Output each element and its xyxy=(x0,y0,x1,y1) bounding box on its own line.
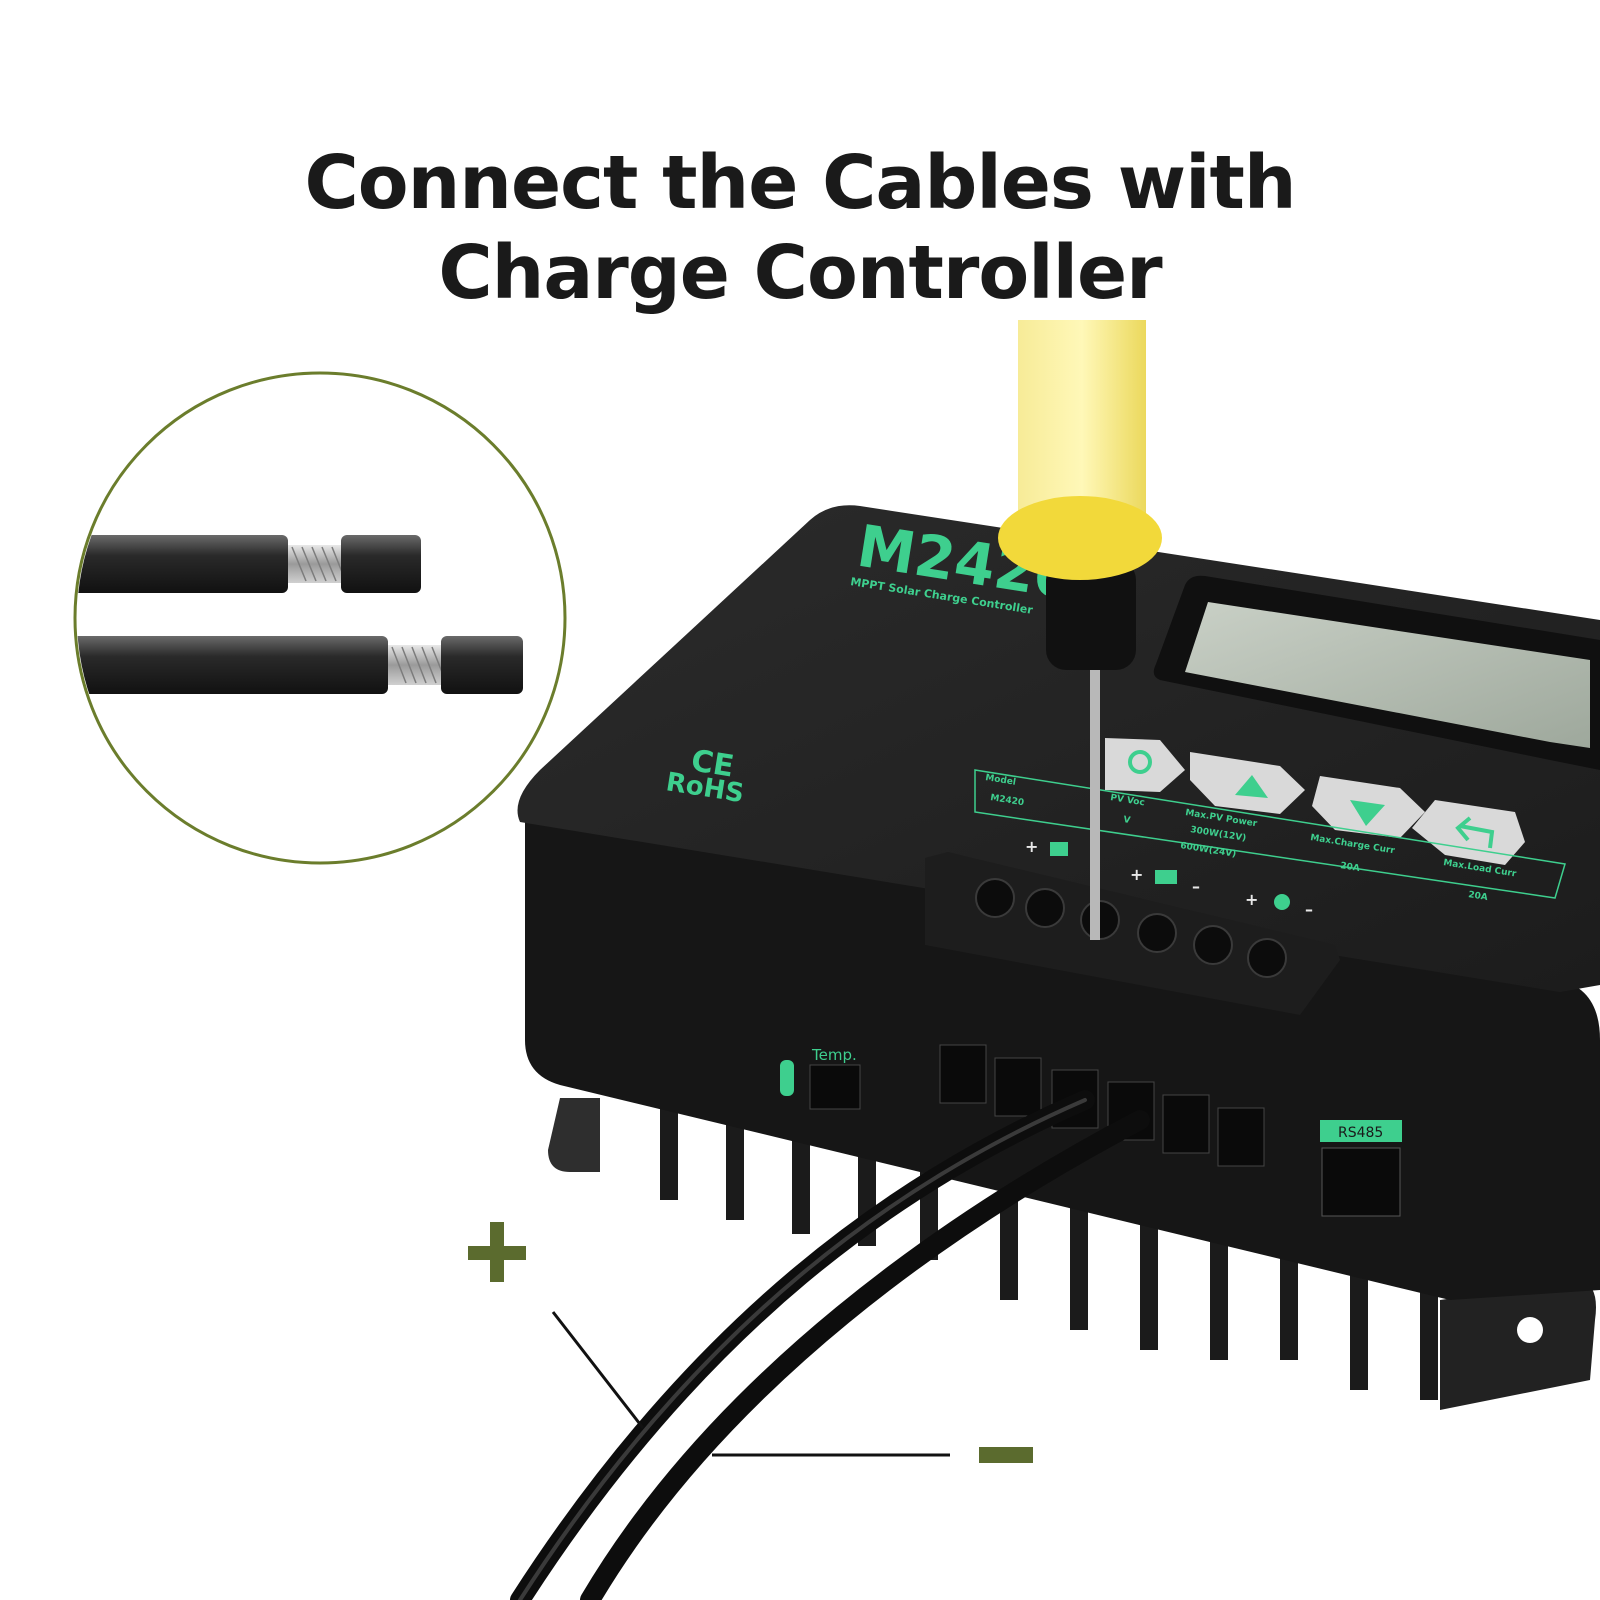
terminal-screw[interactable] xyxy=(1137,913,1177,953)
enter-button[interactable] xyxy=(1412,800,1525,865)
terminal-screw[interactable] xyxy=(1247,938,1287,978)
thermometer-icon xyxy=(780,1060,794,1096)
temp-port-label: Temp. xyxy=(811,1046,857,1064)
title-line-2: Charge Controller xyxy=(438,230,1162,316)
page-title: Connect the Cables with Charge Controlle… xyxy=(0,138,1600,318)
terminal-screw[interactable] xyxy=(1193,925,1233,965)
temp-port[interactable] xyxy=(809,1064,861,1110)
return-icon xyxy=(1455,816,1495,849)
triangle-up-icon xyxy=(1235,775,1268,798)
terminal-screw[interactable] xyxy=(975,878,1015,918)
battery-cables xyxy=(510,1090,1150,1600)
terminal-screw[interactable] xyxy=(1025,888,1065,928)
solar-panel-icon xyxy=(1050,842,1068,856)
pv-plus-mark: + xyxy=(1025,837,1038,856)
title-line-1: Connect the Cables with xyxy=(304,140,1296,226)
control-buttons xyxy=(1105,738,1525,865)
screwdriver xyxy=(998,320,1162,940)
terminal-marks: + + – + – xyxy=(1025,837,1313,919)
spec-pv-voc-value: V xyxy=(1123,815,1131,826)
cable-detail-inset xyxy=(73,371,567,865)
positive-marker: + xyxy=(468,1222,528,1282)
load-minus-mark: – xyxy=(1305,900,1313,919)
negative-marker: – xyxy=(979,1447,1033,1463)
rs485-port[interactable] xyxy=(1321,1147,1401,1217)
battery-icon xyxy=(1155,870,1177,884)
bat-minus-mark: – xyxy=(1192,877,1200,896)
lcd-screen xyxy=(1185,602,1590,748)
terminal-block xyxy=(925,852,1340,1015)
rs485-label-badge xyxy=(1320,1120,1402,1142)
load-plus-mark: + xyxy=(1245,890,1258,909)
spec-load-curr: 20A xyxy=(1468,890,1489,903)
bat-plus-mark: + xyxy=(1130,865,1143,884)
ce-mark: CE xyxy=(689,743,736,784)
rs485-label: RS485 xyxy=(1338,1125,1383,1141)
charge-controller: M2420 MPPT Solar Charge Controller CE Ro… xyxy=(517,505,1600,1410)
plus-leader-line xyxy=(551,1311,645,1429)
spec-header-model: Model xyxy=(985,773,1017,788)
gear-icon xyxy=(1128,750,1152,774)
triangle-down-icon xyxy=(1350,800,1385,826)
spec-charge-curr: 20A xyxy=(1340,861,1361,874)
settings-button[interactable] xyxy=(1105,738,1185,792)
lightbulb-icon xyxy=(1274,894,1290,910)
